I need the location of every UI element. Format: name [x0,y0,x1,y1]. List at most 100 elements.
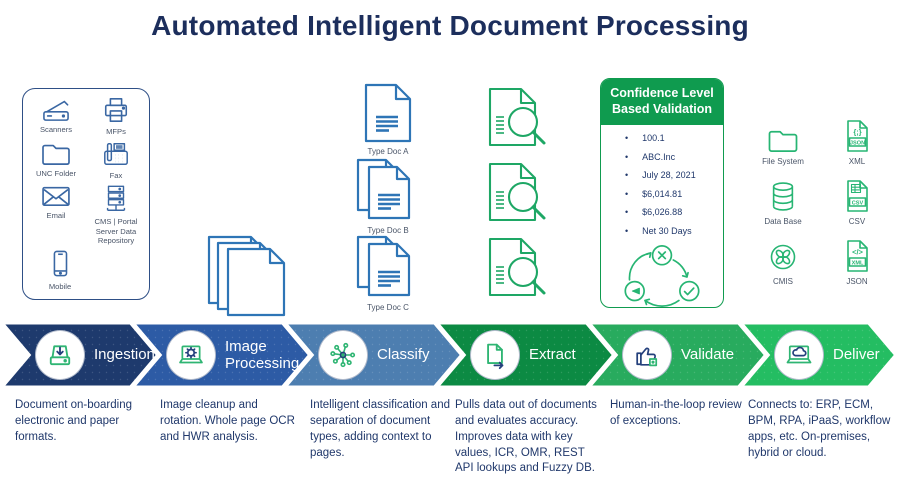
output-database: Data Base [750,179,816,226]
document-type-b-icon [356,158,411,220]
source-unc-folder: UNC Folder [27,140,85,180]
image-processing-icon [179,345,203,364]
extract-doc-3 [487,236,563,307]
file-xml-badge-icon: </> XML [846,240,868,272]
sources-row-2: UNC Folder [25,140,147,180]
output-xml: {;} JSON XML [824,119,890,166]
stage-icon-circle-extract [470,330,520,380]
stage-label-deliver: Deliver [833,346,880,364]
stage-icon-circle-deliver [774,330,824,380]
validation-value: $6,026.88 [642,207,683,218]
top-diagram: Scanners MFPs [0,55,900,319]
extract-doc-1 [487,86,563,157]
outputs-row-1: File System {;} JSON XML [750,119,890,166]
document-search-icon [488,162,546,222]
validation-value: Net 30 Days [642,225,692,236]
output-json: </> XML JSON [824,239,890,286]
source-email: Email [27,184,85,245]
output-destinations: File System {;} JSON XML [750,119,890,286]
stage-desc-extract: Pulls data out of documents and evaluate… [455,399,597,475]
output-file-system: File System [750,119,816,166]
stage-label-image-processing: Image Processing [225,337,300,372]
sources-row-3: Email CMS | Portal [25,184,147,245]
file-badge: XML [851,260,863,266]
file-badge: JSON [849,140,864,146]
output-label: CSV [848,217,866,226]
source-scanners: Scanners [27,96,85,136]
source-label: MFPs [106,127,126,137]
source-mfps: MFPs [87,96,145,136]
validation-field-list: 100.1 ABC.Inc July 28, 2021 $6,014.81 $6… [601,133,723,236]
validation-value: ABC.Inc [642,151,676,162]
stage-label-extract: Extract [529,346,576,364]
stage-desc-image-processing: Image cleanup and rotation. Whole page O… [160,399,295,443]
document-type-a-icon [364,83,412,143]
source-fax: Fax [87,140,145,180]
file-json-badge-icon: {;} JSON [846,120,868,152]
doc-type-c: Type Doc C [340,235,436,312]
source-label: Email [46,211,66,221]
validation-value: July 28, 2021 [642,170,696,181]
output-label: JSON [846,277,868,286]
deliver-icon [786,345,812,364]
document-type-c-icon [356,235,411,297]
outputs-row-3: CMIS </> XML JSON [750,239,890,286]
source-label: Fax [109,171,123,181]
validation-header: Confidence Level Based Validation [601,79,723,126]
validation-item: ABC.Inc [625,152,717,162]
source-label: UNC Folder [35,169,77,179]
source-mobile: Mobile [31,249,89,291]
stage-desc-deliver: Connects to: ERP, ECM, BPM, RPA, iPaaS, … [748,399,891,459]
validation-value: $6,014.81 [642,188,683,199]
ingestion-icon [49,345,71,366]
process-flow-band: Ingestion Image Processing [0,319,900,391]
sources-row-1: Scanners MFPs [25,96,147,136]
envelope-icon [42,187,70,207]
output-label: Data Base [764,217,802,226]
stage-label-ingestion: Ingestion [94,346,155,364]
source-label: Mobile [48,282,72,292]
validation-item: Net 30 Days [625,226,717,236]
stage-icon-circle-classify [318,330,368,380]
stage-desc-ingestion: Document on-boarding electronic and pape… [15,399,132,443]
server-icon [106,185,126,212]
fax-icon [104,143,128,166]
validation-item: 100.1 [625,133,717,143]
stage-desc-validate: Human-in-the-loop review of exceptions. [610,399,742,427]
stage-icon-circle-validate [622,330,672,380]
input-sources-panel: Scanners MFPs [22,88,150,300]
doc-type-label: Type Doc C [367,303,409,312]
database-icon [772,182,794,211]
output-label: CMIS [773,277,793,286]
document-batch [205,235,293,322]
validation-cycle-icon [624,245,700,307]
validation-item: July 28, 2021 [625,170,717,180]
stage-label-validate: Validate [681,346,735,364]
cmis-icon [770,244,796,270]
sources-row-4: Mobile [25,249,147,291]
stage-icon-circle-image-processing [166,330,216,380]
scanner-icon [43,101,69,122]
source-label: Scanners [39,125,73,135]
document-search-icon [488,87,546,147]
source-cms-repository: CMS | Portal Server Data Repository [87,184,145,245]
output-cmis: CMIS [750,239,816,286]
output-label: XML [848,157,866,166]
document-search-icon [488,237,546,297]
validation-item: $6,026.88 [625,207,717,217]
smartphone-icon [53,250,68,277]
page-title: Automated Intelligent Document Processin… [151,10,749,41]
document-stack-icon [207,235,286,317]
source-label: CMS | Portal Server Data Repository [94,217,138,246]
stage-desc-classify: Intelligent classification and separatio… [310,399,450,459]
file-badge: CSV [851,200,863,206]
validation-value: 100.1 [642,133,665,144]
folder-icon [768,130,798,152]
output-label: File System [762,157,804,166]
folder-icon [42,145,70,166]
extract-icon [487,343,504,370]
doc-type-a: Type Doc A [340,83,436,156]
stage-label-classify: Classify [377,346,430,364]
printer-icon [104,98,128,123]
